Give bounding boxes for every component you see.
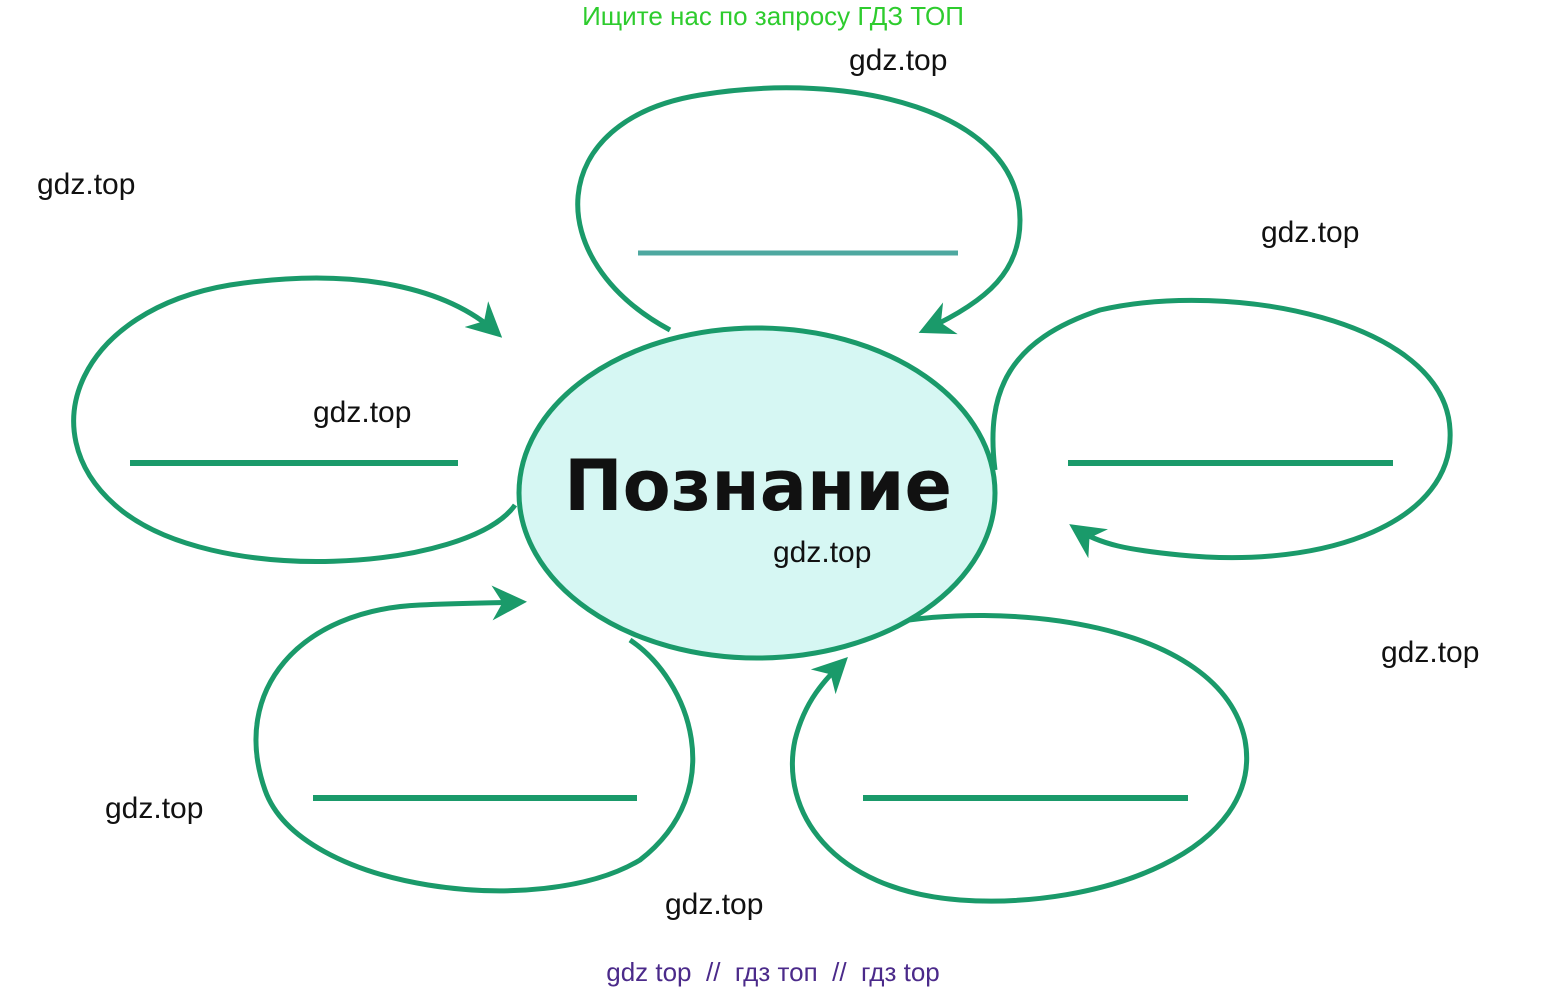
watermark: gdz.top — [1261, 216, 1360, 249]
center-label: Познание — [564, 445, 952, 527]
watermark: gdz.top — [849, 44, 948, 77]
bottom-banner: gdz top // гдз топ // гдз top — [606, 957, 940, 987]
watermark: gdz.top — [105, 792, 204, 825]
watermark: gdz.top — [37, 168, 136, 201]
center-ellipse — [516, 325, 998, 661]
petal-bottom-right-loop — [789, 613, 1250, 904]
watermark: gdz.top — [313, 396, 412, 429]
watermark: gdz.top — [773, 536, 872, 569]
petal-bottom-left-loop — [253, 585, 696, 894]
top-banner: Ищите нас по запросу ГДЗ ТОП — [582, 1, 964, 31]
watermark: gdz.top — [665, 888, 764, 921]
petal-top-loop — [575, 85, 1023, 335]
watermark: gdz.top — [1381, 636, 1480, 669]
petal-left-loop — [71, 275, 518, 564]
petal-right-loop — [990, 297, 1453, 561]
